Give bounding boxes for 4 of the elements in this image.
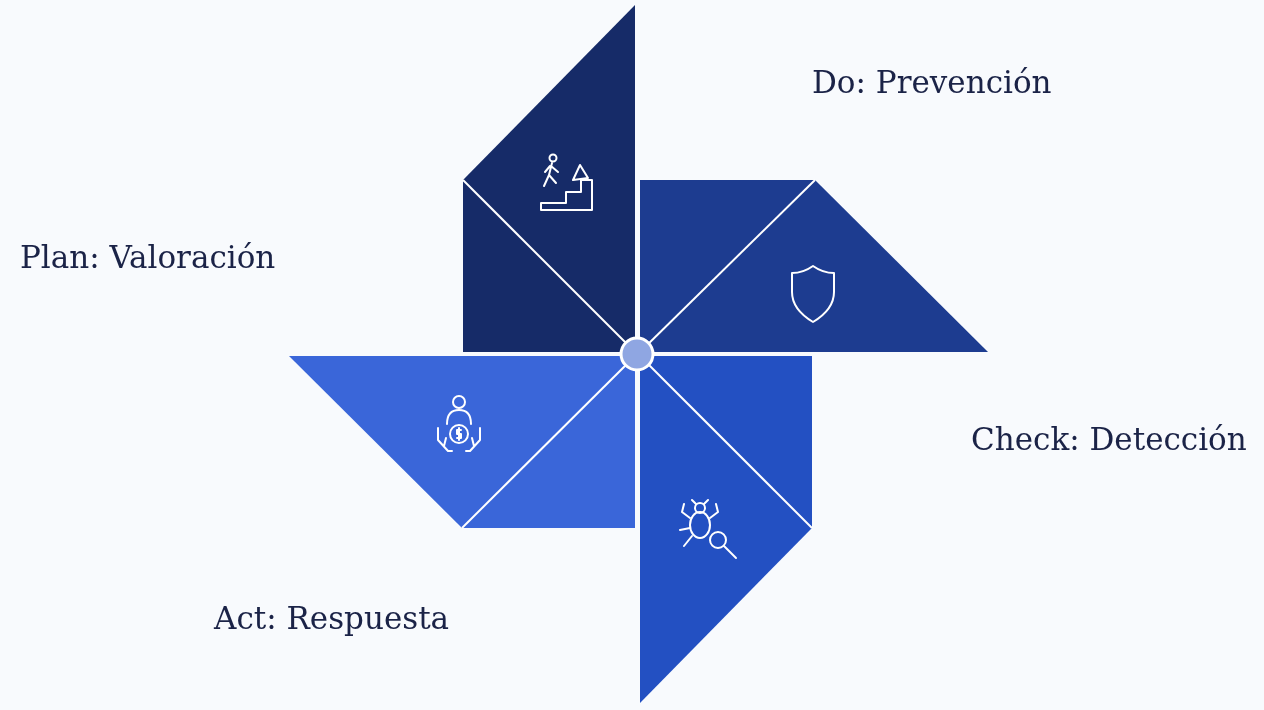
stage-label: Plan: Valoración	[20, 239, 276, 277]
stage-label: Check: Detección	[971, 421, 1247, 459]
stage-label: Act: Respuesta	[214, 600, 450, 638]
stage-label: Do: Prevención	[812, 64, 1052, 102]
